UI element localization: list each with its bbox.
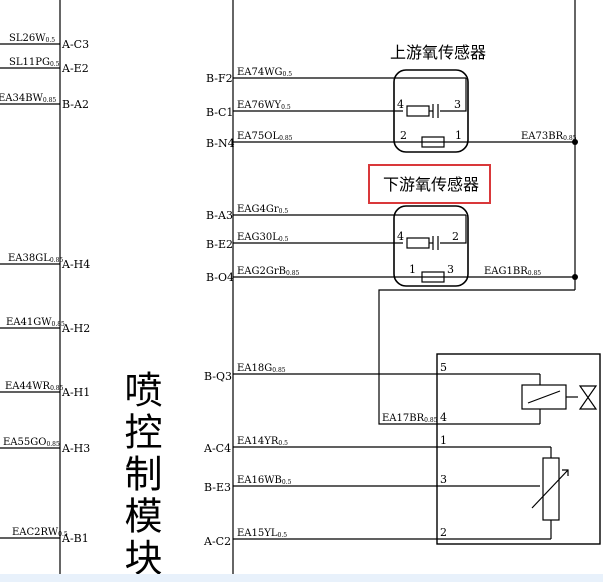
svg-text:EAG4Gr0.5: EAG4Gr0.5 bbox=[237, 204, 288, 215]
svg-text:A-H4: A-H4 bbox=[61, 258, 90, 271]
bottom-strip bbox=[0, 574, 603, 582]
svg-text:3: 3 bbox=[454, 98, 461, 111]
svg-text:A-H3: A-H3 bbox=[61, 442, 90, 455]
svg-text:EAG30L0.5: EAG30L0.5 bbox=[237, 232, 289, 243]
svg-text:1: 1 bbox=[409, 263, 416, 276]
svg-text:4: 4 bbox=[440, 411, 447, 424]
svg-text:B-A3: B-A3 bbox=[206, 209, 233, 222]
svg-text:EA18G0.85: EA18G0.85 bbox=[237, 363, 286, 374]
svg-text:SL11PG0.5: SL11PG0.5 bbox=[9, 57, 60, 68]
svg-text:1: 1 bbox=[455, 129, 462, 142]
downstream-sensor: 下游氧传感器 4 2 1 3 EAG1BR0.85 bbox=[368, 164, 541, 287]
svg-text:EA14YR0.5: EA14YR0.5 bbox=[237, 436, 288, 447]
valve-box: 5 4 1 3 2 EA17BR0.85 bbox=[382, 353, 601, 545]
svg-text:3: 3 bbox=[447, 263, 454, 276]
junction-dot bbox=[572, 274, 578, 280]
ecu-pin-labels: B-F2 B-C1 B-N4 B-A3 B-E2 B-O4 B-Q3 A-C4 … bbox=[203, 72, 235, 548]
right-wires bbox=[233, 0, 576, 540]
svg-text:EAG1BR0.85: EAG1BR0.85 bbox=[484, 266, 541, 277]
svg-text:EA16WB0.5: EA16WB0.5 bbox=[237, 475, 292, 486]
svg-text:EA17BR0.85: EA17BR0.85 bbox=[382, 413, 438, 424]
left-wire-5: EA41GW0.85 A-H2 bbox=[6, 317, 90, 335]
junction-dot bbox=[572, 139, 578, 145]
svg-text:EA55GO0.85: EA55GO0.85 bbox=[3, 437, 60, 448]
svg-text:B-Q3: B-Q3 bbox=[204, 370, 232, 383]
svg-text:5: 5 bbox=[440, 361, 447, 374]
downstream-sensor-highlight bbox=[368, 164, 491, 204]
svg-text:A-H2: A-H2 bbox=[61, 322, 90, 335]
svg-text:EA34BW0.85: EA34BW0.85 bbox=[0, 93, 56, 104]
svg-text:EA41GW0.85: EA41GW0.85 bbox=[6, 317, 65, 328]
left-wire-3: EA34BW0.85 B-A2 bbox=[0, 93, 89, 111]
svg-text:A-E2: A-E2 bbox=[61, 62, 89, 75]
svg-text:B-E3: B-E3 bbox=[204, 481, 231, 494]
svg-text:A-H1: A-H1 bbox=[61, 386, 90, 399]
svg-text:B-C1: B-C1 bbox=[206, 106, 233, 119]
svg-text:4: 4 bbox=[397, 230, 404, 243]
left-wire-7: EA55GO0.85 A-H3 bbox=[3, 437, 90, 455]
svg-text:2: 2 bbox=[452, 230, 459, 243]
svg-text:EA15YL0.5: EA15YL0.5 bbox=[237, 528, 287, 539]
svg-text:EAC2RW0.5: EAC2RW0.5 bbox=[12, 527, 68, 538]
svg-text:A-C2: A-C2 bbox=[203, 535, 231, 548]
svg-text:B-F2: B-F2 bbox=[206, 72, 233, 85]
left-module bbox=[0, 0, 61, 574]
svg-text:EAG2GrB0.85: EAG2GrB0.85 bbox=[237, 266, 300, 277]
svg-text:B-N4: B-N4 bbox=[206, 137, 235, 150]
left-wire-1: SL26W0.5 A-C3 bbox=[9, 33, 89, 51]
svg-text:1: 1 bbox=[440, 434, 447, 447]
svg-text:EA38GL0.85: EA38GL0.85 bbox=[8, 253, 63, 264]
svg-text:B-O4: B-O4 bbox=[206, 271, 234, 284]
upstream-sensor: 上游氧传感器 4 3 2 1 EA73BR0.85 bbox=[390, 43, 577, 153]
svg-text:EA75OL0.85: EA75OL0.85 bbox=[237, 131, 293, 142]
svg-text:EA44WR0.85: EA44WR0.85 bbox=[5, 381, 64, 392]
left-wire-8: EAC2RW0.5 A-B1 bbox=[12, 527, 89, 545]
upstream-sensor-title: 上游氧传感器 bbox=[390, 43, 486, 62]
svg-text:2: 2 bbox=[400, 129, 407, 142]
svg-text:A-B1: A-B1 bbox=[61, 532, 89, 545]
left-wire-2: SL11PG0.5 A-E2 bbox=[9, 57, 89, 75]
svg-text:B-E2: B-E2 bbox=[206, 238, 233, 251]
right-wire-labels: EA74WG0.5 EA76WY0.5 EA75OL0.85 EAG4Gr0.5… bbox=[237, 67, 300, 539]
svg-text:3: 3 bbox=[440, 473, 447, 486]
svg-text:2: 2 bbox=[440, 526, 447, 539]
svg-text:4: 4 bbox=[397, 98, 404, 111]
svg-text:SL26W0.5: SL26W0.5 bbox=[9, 33, 55, 44]
left-wire-6: EA44WR0.85 A-H1 bbox=[5, 381, 90, 399]
left-wire-4: EA38GL0.85 A-H4 bbox=[8, 253, 90, 271]
svg-text:EA73BR0.85: EA73BR0.85 bbox=[521, 131, 577, 142]
svg-text:EA76WY0.5: EA76WY0.5 bbox=[237, 100, 291, 111]
module-label: 喷控制模块 bbox=[118, 370, 162, 580]
downstream-sensor-title: 下游氧传感器 bbox=[383, 175, 479, 194]
svg-text:A-C4: A-C4 bbox=[203, 442, 231, 455]
svg-text:A-C3: A-C3 bbox=[61, 38, 89, 51]
svg-text:B-A2: B-A2 bbox=[62, 98, 89, 111]
svg-text:EA74WG0.5: EA74WG0.5 bbox=[237, 67, 292, 78]
